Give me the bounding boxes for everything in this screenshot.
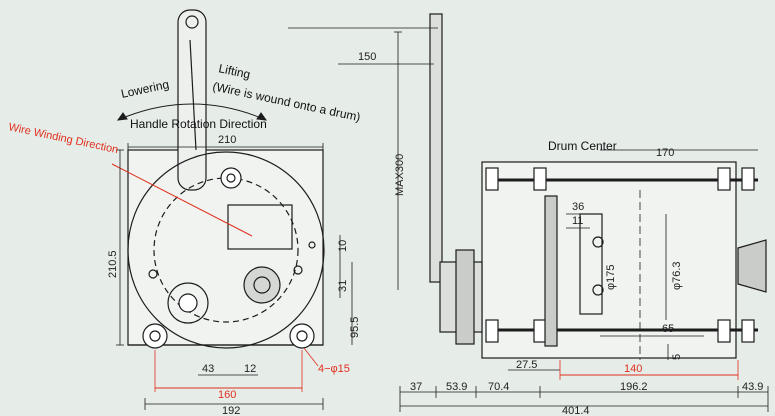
wire-winding-leader <box>111 163 253 237</box>
dim-43: 43 <box>202 363 214 375</box>
rotation-arc <box>116 103 268 121</box>
dim-140: 140 <box>624 363 642 375</box>
dim-phi76-3: φ76.3 <box>671 261 683 290</box>
pinion-inner <box>178 293 198 313</box>
bolt-3 <box>308 241 316 249</box>
dim-150: 150 <box>358 51 376 63</box>
dim-10: 10 <box>337 240 349 252</box>
foot-hole-right-inner <box>296 330 308 342</box>
hole-leader <box>303 347 319 367</box>
dim-37: 37 <box>410 381 422 393</box>
dim-70-4: 70.4 <box>488 381 509 393</box>
drum-bolt-bottom <box>592 284 604 296</box>
dim-11: 11 <box>572 215 583 227</box>
nut-br2 <box>741 319 755 343</box>
wire-winding-label: Wire Winding Direction <box>7 121 119 156</box>
brake-hub-inner <box>253 276 271 294</box>
dim-210-width: 210 <box>218 134 236 146</box>
dim-holes: 4−φ15 <box>318 363 350 375</box>
dim-43-9: 43.9 <box>742 381 763 393</box>
nut-tr1 <box>717 167 731 191</box>
dim-36: 36 <box>572 201 584 213</box>
dim-210-5: 210.5 <box>107 250 119 278</box>
dim-170: 170 <box>656 147 674 159</box>
dim-95-5: 95.5 <box>349 317 361 338</box>
brake-hub <box>243 266 281 304</box>
nut-bm <box>533 319 547 343</box>
pinion-outer <box>167 282 209 324</box>
top-boss-bolt <box>226 173 236 183</box>
front-dim-lines <box>116 143 353 410</box>
handle-centerline <box>189 39 197 151</box>
foot-hole-left <box>142 323 168 349</box>
top-boss <box>220 167 242 189</box>
handle-arm <box>177 9 207 191</box>
drum-circle <box>153 177 299 323</box>
nut-tr2 <box>741 167 755 191</box>
dim-401-4: 401.4 <box>562 405 590 416</box>
bolt-1 <box>148 269 158 279</box>
handle-pivot <box>185 15 199 29</box>
dim-31: 31 <box>337 280 349 292</box>
dim-5: 5 <box>671 354 683 360</box>
nameplate <box>227 204 293 250</box>
dim-12: 12 <box>244 363 256 375</box>
handle-rotation-label: Handle Rotation Direction <box>130 117 267 131</box>
end-bearing <box>737 239 767 293</box>
nut-br1 <box>717 319 731 343</box>
drum-center-label: Drum Center <box>548 139 617 153</box>
foot-hole-right <box>289 323 315 349</box>
dim-max300: MAX300 <box>394 154 406 196</box>
dim-27-5: 27.5 <box>516 359 537 371</box>
bolt-2 <box>293 265 303 275</box>
drum-bolt-top <box>592 236 604 248</box>
lowering-label: Lowering <box>120 77 171 101</box>
lifting-label: Lifting <box>217 61 251 81</box>
side-view <box>439 161 767 360</box>
handle-bar <box>429 13 443 283</box>
dim-53-9: 53.9 <box>446 381 467 393</box>
nut-tm <box>533 167 547 191</box>
nut-bl <box>485 319 499 343</box>
drum-flange <box>544 195 558 347</box>
dim-192: 192 <box>222 405 240 416</box>
foot-hole-left-inner <box>149 330 161 342</box>
dim-160: 160 <box>218 389 236 401</box>
side-dim-lines <box>399 149 769 412</box>
gear-circle <box>127 151 325 349</box>
front-view <box>127 9 325 349</box>
dim-65: 65 <box>662 323 674 335</box>
side-frame <box>481 161 737 359</box>
handle-side-view <box>288 13 443 290</box>
brake-gear <box>455 249 475 345</box>
dim-phi175: φ175 <box>605 265 617 291</box>
nut-tl <box>485 167 499 191</box>
dim-196-2: 196.2 <box>620 381 648 393</box>
